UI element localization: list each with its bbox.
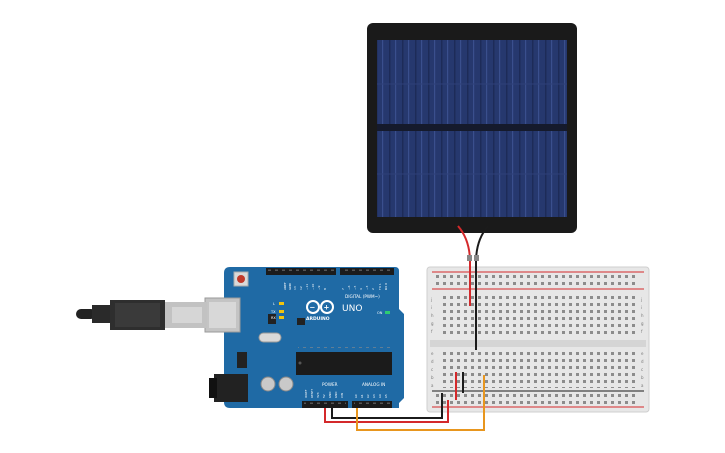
solar-lead-red	[457, 225, 471, 306]
crystal	[258, 332, 282, 343]
led-on	[385, 311, 390, 314]
svg-text:A4: A4	[378, 394, 382, 398]
wire-orange-a0	[356, 375, 485, 431]
svg-text:4: 4	[359, 288, 363, 290]
svg-text:−: −	[310, 304, 316, 312]
arduino-logo-text: ARDUINO	[306, 316, 330, 322]
led-l	[279, 302, 284, 305]
capacitor-1	[260, 376, 276, 392]
atmega-chip	[296, 352, 392, 375]
svg-text:i: i	[641, 305, 642, 310]
svg-text:j: j	[430, 297, 432, 302]
svg-text:a: a	[431, 383, 434, 388]
breadboard[interactable]: j i h g f e d c b a j i h g f e d c b a	[426, 266, 650, 413]
voltage-regulator	[237, 352, 247, 368]
svg-text:i: i	[431, 305, 432, 310]
row-letters-right: j i h g f e d c b a	[640, 297, 644, 388]
svg-text:~9: ~9	[317, 285, 321, 290]
solar-panel-cells-top	[377, 40, 567, 124]
svg-text:3V3: 3V3	[316, 392, 320, 398]
svg-text:A1: A1	[360, 394, 364, 398]
svg-text:A0: A0	[354, 394, 358, 398]
solar-panel-busbar	[377, 124, 567, 131]
svg-text:~10: ~10	[311, 284, 315, 290]
led-rx-label: RX	[271, 316, 276, 320]
rail-bottom-holes	[436, 393, 639, 405]
svg-text:RESET: RESET	[310, 389, 314, 398]
svg-text:GND: GND	[288, 282, 292, 290]
svg-text:d: d	[641, 359, 644, 364]
arduino-uno-board[interactable]: AREF GND 13 12 ~11 ~10 ~9 8 7 ~6 ~5 4 ~3…	[204, 267, 404, 408]
power-pin-labels: IOREF RESET 3V3 5V GND GND VIN	[304, 389, 344, 398]
svg-text:j: j	[640, 297, 642, 302]
svg-text:a: a	[641, 383, 644, 388]
svg-text:~5: ~5	[353, 285, 357, 290]
terminal-strip-top	[440, 296, 636, 336]
svg-text:2: 2	[371, 288, 375, 290]
led-on-label: ON	[377, 311, 383, 315]
svg-text:d: d	[431, 359, 434, 364]
led-l-label: L	[273, 302, 275, 306]
led-tx-label: TX	[270, 310, 276, 314]
led-rx	[279, 316, 284, 319]
rail-top-holes	[436, 274, 639, 288]
svg-text:h: h	[431, 313, 434, 318]
svg-text:8: 8	[323, 288, 327, 290]
svg-text:IOREF: IOREF	[304, 389, 308, 398]
svg-text:e: e	[641, 351, 644, 356]
arduino-model: UNO	[342, 304, 362, 314]
terminal-strip-bottom	[440, 350, 636, 388]
row-letters-left: j i h g f e d c b a	[430, 297, 434, 388]
svg-text:5V: 5V	[322, 394, 326, 398]
wire-black-gnd	[331, 393, 443, 419]
svg-text:b: b	[431, 375, 434, 380]
solar-panel[interactable]	[367, 23, 577, 233]
svg-text:f: f	[641, 329, 643, 334]
svg-text:A3: A3	[372, 394, 376, 398]
arduino-logo: − +	[306, 300, 334, 314]
svg-text:AREF: AREF	[283, 282, 287, 290]
svg-text:g: g	[641, 321, 644, 326]
svg-text:g: g	[431, 321, 434, 326]
solar-lead-black	[475, 225, 489, 350]
svg-text:f: f	[431, 329, 433, 334]
svg-text:12: 12	[299, 286, 303, 290]
svg-text:VIN: VIN	[340, 393, 344, 398]
svg-text:+: +	[324, 304, 330, 312]
svg-text:c: c	[641, 367, 643, 372]
capacitor-2	[278, 376, 294, 392]
svg-text:e: e	[431, 351, 434, 356]
center-groove	[430, 340, 646, 347]
usb-cable-tail	[76, 309, 96, 319]
wire-red-5v	[324, 400, 449, 423]
svg-text:A2: A2	[366, 394, 370, 398]
usb-cable[interactable]	[76, 300, 207, 330]
svg-text:GND: GND	[328, 392, 332, 398]
svg-text:~6: ~6	[347, 285, 351, 290]
svg-text:b: b	[641, 375, 644, 380]
svg-text:~3: ~3	[365, 285, 369, 290]
svg-text:A5: A5	[384, 394, 388, 398]
svg-text:c: c	[431, 367, 433, 372]
svg-text:13: 13	[293, 286, 297, 290]
led-tx	[279, 310, 284, 313]
svg-text:RX 0: RX 0	[384, 283, 388, 290]
digital-label: DIGITAL (PWM~)	[345, 294, 380, 299]
svg-text:TX 1: TX 1	[378, 283, 382, 291]
svg-text:h: h	[641, 313, 644, 318]
svg-text:7: 7	[341, 288, 345, 290]
digital-pin-labels: AREF GND 13 12 ~11 ~10 ~9 8 7 ~6 ~5 4 ~3…	[283, 282, 388, 291]
dc-barrel-jack[interactable]	[214, 374, 248, 402]
power-label: POWER	[322, 382, 338, 387]
svg-text:GND: GND	[334, 392, 338, 398]
analog-label: ANALOG IN	[362, 382, 385, 387]
svg-text:~11: ~11	[305, 284, 309, 290]
analog-pin-labels: A0 A1 A2 A3 A4 A5	[354, 394, 388, 398]
